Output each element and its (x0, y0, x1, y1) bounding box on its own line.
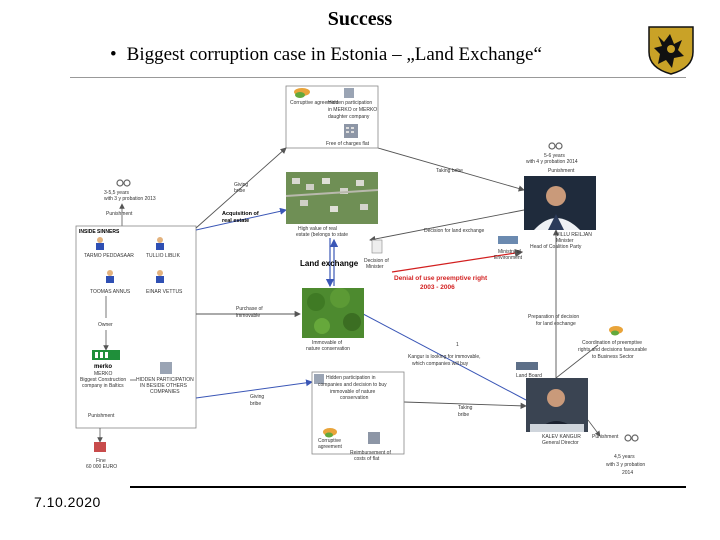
punishment-right-bottom: Punishment (592, 434, 619, 440)
handcuffs-icon-right-bottom (625, 435, 638, 441)
hidden-center-4: conservation (340, 395, 369, 401)
handcuffs-icon-right-top (549, 143, 562, 149)
person-3-name: TOOMAS ANNUS (90, 289, 131, 295)
kangur-looking-a: Kangur is looking for immovable, (408, 354, 481, 360)
person-icon-1 (96, 237, 104, 250)
preparation-b: for land exchange (536, 321, 576, 327)
acquisition-b: real estate (222, 218, 249, 224)
hidden-center-1: Hidden participation in (326, 375, 376, 381)
decision-land: Decision for land exchange (424, 228, 485, 234)
owner-label: Owner (98, 322, 113, 328)
fine-line-2: 60 000 EURO (86, 464, 117, 470)
person-1-name: TARMO PEDDASAAR (84, 253, 134, 259)
taking-bribe-2-a: Taking (458, 405, 473, 411)
preparation-a: Preparation of decision (528, 314, 579, 320)
sentence-bottom-c: 2014 (622, 470, 633, 476)
immovable-b: nature conservation (306, 346, 350, 352)
kangur-photo (526, 378, 588, 432)
denial-line-2: 2003 - 2006 (420, 284, 455, 291)
corruptive-2-b: agreement (318, 444, 343, 450)
person-icon-4 (156, 270, 164, 283)
giving-bribe-1-b: bribe (234, 188, 245, 194)
slide-date: 7.10.2020 (34, 494, 101, 510)
purchase-b: immovable (236, 313, 260, 319)
sentence-bottom-a: 4,5 years (614, 454, 635, 460)
merko-label-3: company in Baltics (82, 383, 124, 389)
forest-photo (302, 288, 364, 338)
other-companies-icon (160, 362, 172, 374)
aerial-photo-houses (286, 172, 378, 224)
handcuffs-icon-left (117, 180, 130, 186)
giving-bribe-2-a: Giving (250, 394, 264, 400)
edge-number: 1 (456, 342, 459, 348)
document-icon (372, 240, 382, 253)
acquisition-a: Acquisition of (222, 211, 259, 217)
left-punishment-top: Punishment (106, 211, 133, 217)
coordination-1: Coordination of preemptive (582, 340, 642, 346)
top-hidden-line-3: daughter company (328, 114, 370, 120)
hidden-center-2: companies and decision to buy (318, 382, 387, 388)
left-punishment-bottom: Punishment (88, 413, 115, 419)
giving-bribe-2-b: bribe (250, 401, 261, 407)
taking-bribe-2-b: bribe (458, 412, 469, 418)
land-board-image (516, 362, 538, 370)
reimbursement-b: costs of flat (354, 456, 380, 462)
ministry-image (498, 236, 518, 244)
kangur-looking-b: which companies will buy (412, 361, 469, 367)
hidden-other-3: COMPANIES (150, 389, 180, 395)
money-icon (94, 442, 106, 452)
person-icon-3 (106, 270, 114, 283)
sentence-top-b: with 4 y probation 2014 (526, 159, 578, 165)
kangur-role: General Director (542, 440, 579, 446)
coordination-3: to Business Sector (592, 354, 634, 360)
person-icon-2 (156, 237, 164, 250)
purchase-a: Purchase of (236, 306, 263, 312)
flat-building-icon-center (368, 432, 380, 444)
left-box-title: INSIDE SINNERS (79, 229, 120, 235)
denial-line-1: Denial of use preemptive right (394, 275, 488, 282)
merko-logo (92, 350, 120, 360)
merko-logo-text: merko (94, 364, 112, 370)
decision-minister-b: Minister (366, 264, 384, 270)
ministry-b: Environment (494, 255, 523, 261)
top-hidden-line-2: in MERKO or MERKO (328, 107, 377, 113)
person-4-name: EINAR VETTUS (146, 289, 183, 295)
punishment-right-top: Punishment (548, 168, 575, 174)
flat-building-icon (344, 124, 358, 138)
left-sentence-line-2: with 3 y probation 2013 (104, 196, 156, 202)
handshake-icon-right (609, 326, 623, 336)
taking-bribe-1: Taking bribe (436, 168, 463, 174)
minister-party: Head of Coalition Party (530, 244, 582, 250)
top-hidden-line-1: Hidden participation (328, 100, 372, 106)
top-free-flat: Free of charges flat (326, 141, 370, 147)
minister-photo (524, 176, 596, 230)
person-2-name: TULLIO LIBLIK (146, 253, 181, 259)
sentence-bottom-b: with 3 y probation (606, 462, 645, 468)
building-icon (344, 88, 354, 98)
bottom-divider (130, 486, 686, 488)
land-exchange-label: Land exchange (300, 259, 359, 268)
high-value-b: estate (belongs to state (296, 232, 348, 238)
